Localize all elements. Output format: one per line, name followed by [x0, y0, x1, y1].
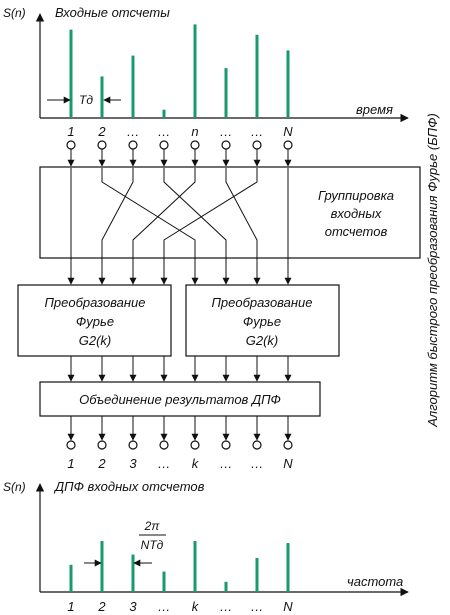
bottom-tick-label-6: …	[220, 599, 233, 614]
fourier-left-line-1: Преобразование	[44, 295, 145, 310]
fourier-left-line-3: G2(k)	[79, 333, 112, 348]
top-chart: S(n) Входные отсчеты время Tд 1 2 … … n … … N	[3, 5, 409, 139]
grouping-block	[39, 166, 421, 259]
input-node-4	[159, 140, 169, 150]
side-title: Алгоритм быстрого преобразования Фурье (…	[425, 113, 440, 428]
spacing-denominator: NTд	[141, 538, 164, 552]
top-tick-label-5: n	[191, 124, 198, 139]
top-tick-label-6: …	[220, 124, 233, 139]
output-node-5	[190, 440, 200, 450]
output-label-5: k	[192, 456, 200, 471]
output-label-3: 3	[129, 456, 137, 471]
top-y-label: S(n)	[3, 6, 26, 20]
grouping-line-2: входных	[331, 206, 382, 221]
input-node-1	[66, 140, 76, 150]
grouping-line-1: Группировка	[318, 188, 394, 203]
grouping-wire-2	[101, 168, 196, 258]
bottom-tick-labels: 1 2 3 … k … … N	[67, 599, 293, 614]
grouping-wire-4	[163, 168, 227, 258]
output-node-7	[252, 440, 262, 450]
top-bars	[69, 24, 290, 118]
bottom-tick-label-1: 1	[67, 599, 74, 614]
combine-block	[39, 381, 321, 417]
top-tick-label-3: …	[127, 124, 140, 139]
bottom-tick-label-7: …	[251, 599, 264, 614]
input-node-6	[221, 140, 231, 150]
fourier-block-right	[185, 284, 340, 357]
output-label-4: …	[158, 456, 171, 471]
bottom-chart: S(n) ДПФ входных отсчетов частота 2π NTд…	[3, 479, 409, 614]
bottom-y-label: S(n)	[3, 480, 26, 494]
top-tick-labels: 1 2 … … n … … N	[67, 124, 293, 139]
fourier-right-line-1: Преобразование	[211, 295, 312, 310]
bottom-tick-label-2: 2	[97, 599, 106, 614]
bottom-x-label: частота	[347, 574, 403, 589]
top-tick-label-1: 1	[67, 124, 74, 139]
output-node-8	[283, 440, 293, 450]
top-title: Входные отсчеты	[55, 5, 170, 20]
grouping-wire-6	[225, 168, 258, 258]
grouping-line-3: отсчетов	[325, 224, 388, 239]
top-tick-label-2: 2	[97, 124, 106, 139]
output-node-4	[159, 440, 169, 450]
output-node-6	[221, 440, 231, 450]
bottom-bars	[69, 541, 290, 592]
output-label-7: …	[251, 456, 264, 471]
input-node-7	[252, 140, 262, 150]
bottom-tick-label-3: 3	[129, 599, 137, 614]
fourier-right-line-2: Фурье	[243, 314, 281, 329]
top-x-label: время	[356, 102, 393, 117]
bottom-tick-label-5: k	[192, 599, 200, 614]
grouping-wire-5	[132, 168, 196, 258]
input-node-2	[97, 140, 107, 150]
output-label-6: …	[220, 456, 233, 471]
output-label-2: 2	[97, 456, 106, 471]
output-node-2	[97, 440, 107, 450]
fourier-left-line-2: Фурье	[76, 314, 114, 329]
grouping-wire-7	[163, 168, 258, 258]
output-label-1: 1	[67, 456, 74, 471]
fourier-right-line-3: G2(k)	[246, 333, 279, 348]
fourier-block-left	[17, 284, 172, 357]
top-tick-label-4: …	[158, 124, 171, 139]
input-node-8	[283, 140, 293, 150]
top-tick-label-7: …	[251, 124, 264, 139]
input-node-5	[190, 140, 200, 150]
top-tick-label-8: N	[283, 124, 293, 139]
grouping-crossings	[67, 168, 292, 285]
output-labels: 1 2 3 … k … … N	[67, 456, 293, 471]
bottom-tick-label-8: N	[283, 599, 293, 614]
output-node-1	[66, 440, 76, 450]
period-label: Tд	[79, 93, 93, 107]
bottom-title: ДПФ входных отсчетов	[53, 479, 205, 494]
input-node-3	[128, 140, 138, 150]
bottom-tick-label-4: …	[158, 599, 171, 614]
combine-label: Объединение результатов ДПФ	[79, 392, 281, 407]
spacing-numerator: 2π	[144, 519, 161, 533]
grouping-wire-3	[101, 168, 134, 258]
output-node-3	[128, 440, 138, 450]
flow-lines	[66, 140, 293, 450]
output-label-8: N	[283, 456, 293, 471]
